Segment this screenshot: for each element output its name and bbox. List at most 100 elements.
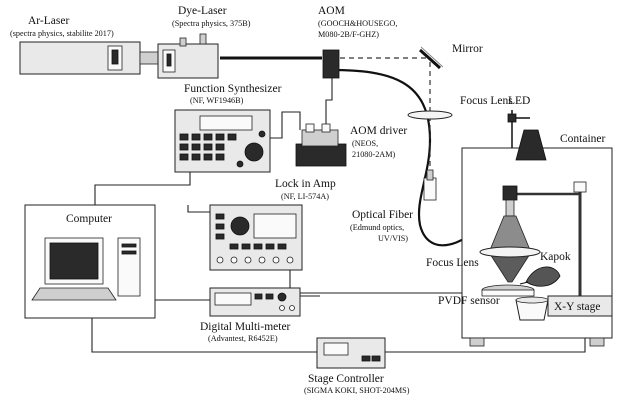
lockin-btn xyxy=(215,213,225,220)
fiber-holder xyxy=(502,185,518,201)
multimeter-port xyxy=(289,305,295,311)
ar-laser-slot xyxy=(111,49,119,65)
synth-btn xyxy=(191,143,201,151)
lockin-knob xyxy=(230,216,250,236)
fiber-output xyxy=(505,199,515,217)
multimeter-port xyxy=(279,305,285,311)
fiber-coupler-body xyxy=(423,177,437,201)
optical-fiber-model-1: (Edmund optics, xyxy=(350,223,404,232)
focus-lens-top-label: Focus Lens xyxy=(460,95,513,107)
lockin-port xyxy=(230,256,238,264)
synth-btn xyxy=(179,133,189,141)
led-label: LED xyxy=(508,95,530,107)
optical-fiber-label: Optical Fiber xyxy=(352,209,413,221)
pvdf-sensor-mount xyxy=(481,289,535,297)
focus-lens-top: Focus Lens xyxy=(407,95,513,120)
stand xyxy=(489,181,587,300)
dye-laser-model: (Spectra physics, 375B) xyxy=(172,19,251,28)
synth-btn xyxy=(191,153,201,161)
aom-model-1: (GOOCH&HOUSEGO, xyxy=(318,19,397,28)
aom-driver-model-2: 21080-2AM) xyxy=(352,150,395,159)
cable-lockin-pvdf xyxy=(289,270,470,294)
lockin-port xyxy=(244,256,252,264)
stage-controller: Stage Controller (SIGMA KOKI, SHOT-204MS… xyxy=(304,337,410,395)
lockin-btn xyxy=(253,243,263,250)
stage-controller-btn xyxy=(361,355,371,362)
lockin-btn xyxy=(215,223,225,230)
synth-btn xyxy=(191,133,201,141)
led-lamp xyxy=(515,129,547,161)
ar-laser-head xyxy=(139,51,159,65)
synth-knob xyxy=(244,142,264,162)
dye-laser-knob-2 xyxy=(199,33,207,45)
optical-fiber-label-group: Optical Fiber (Edmund optics, UV/VIS) xyxy=(350,209,413,243)
synth-btn xyxy=(179,153,189,161)
kapok-label: Kapok xyxy=(540,251,571,263)
mirror-backing xyxy=(420,46,444,68)
aom-driver: AOM driver (NEOS, 21080-2AM) xyxy=(295,123,407,167)
stage-controller-btn xyxy=(371,355,381,362)
cable-computer-stagectrl xyxy=(91,318,317,353)
synth-btn xyxy=(203,153,213,161)
aom-crystal xyxy=(322,49,340,79)
multimeter-btn xyxy=(265,293,274,300)
synth-label: Function Synthesizer xyxy=(184,83,282,95)
ar-laser-model: (spectra physics, stabilite 2017) xyxy=(10,29,114,38)
container-label: Container xyxy=(560,133,606,145)
aom-driver-connector xyxy=(305,123,315,133)
lockin-port xyxy=(258,256,266,264)
lockin-btn xyxy=(215,233,225,240)
multimeter-display xyxy=(214,292,252,306)
synth-port xyxy=(236,160,244,168)
container-foot xyxy=(469,337,485,347)
focus-lens-bottom-label: Focus Lens xyxy=(426,257,479,269)
multimeter-knob xyxy=(277,292,287,302)
synth-btn xyxy=(215,133,225,141)
aom-driver-connector xyxy=(321,123,331,133)
mirror: Mirror xyxy=(418,43,483,70)
lockin-display xyxy=(253,213,297,239)
stand-clamp xyxy=(573,181,587,193)
computer-keyboard xyxy=(31,287,117,301)
stage-controller-display xyxy=(323,342,349,356)
lockin-btn xyxy=(241,243,251,250)
xy-stage-label: X-Y stage xyxy=(554,301,601,313)
fiber-coupler-tip xyxy=(426,169,434,181)
synth-btn xyxy=(215,153,225,161)
kapok: Kapok xyxy=(519,251,571,287)
focus-lens-bottom: Focus Lens xyxy=(426,246,541,269)
ar-laser: Ar-Laser (spectra physics, stabilite 201… xyxy=(10,15,159,75)
aom-label: AOM xyxy=(318,5,345,17)
synth-display xyxy=(199,115,253,131)
pvdf-label: PVDF sensor xyxy=(438,295,500,307)
computer-drive xyxy=(121,250,137,255)
multimeter-label: Digital Multi-meter xyxy=(200,321,291,333)
computer-drive xyxy=(121,243,137,248)
cable-synth-computer xyxy=(94,170,191,205)
dye-laser-knob-1 xyxy=(179,37,187,47)
synth-btn xyxy=(179,143,189,151)
ar-laser-label: Ar-Laser xyxy=(28,15,69,27)
cable-aom-driver xyxy=(325,78,333,128)
container-foot xyxy=(589,337,605,347)
lock-in-amp: Lock in Amp (NF, LI-574A) xyxy=(209,178,336,271)
pvdf-sensor: PVDF sensor xyxy=(438,284,549,321)
lockin-btn xyxy=(229,243,239,250)
synth-btn xyxy=(203,133,213,141)
lockin-label: Lock in Amp xyxy=(275,178,336,190)
mirror-label: Mirror xyxy=(452,43,483,55)
synth-btn xyxy=(203,143,213,151)
computer: Computer xyxy=(24,204,156,319)
lens-bottom-shape xyxy=(479,246,541,258)
aom-driver-label: AOM driver xyxy=(350,125,407,137)
synth-model: (NF, WF1946B) xyxy=(190,96,244,105)
dye-laser: Dye-Laser (Spectra physics, 375B) xyxy=(157,5,251,79)
synth-btn xyxy=(227,133,237,141)
aom: AOM (GOOCH&HOUSEGO, M080-2B/F-GHZ) xyxy=(318,5,397,79)
multimeter-model: (Advantest, R6452E) xyxy=(208,334,278,343)
lens-top-shape xyxy=(407,110,453,120)
function-synthesizer: Function Synthesizer (NF, WF1946B) xyxy=(174,83,282,173)
computer-screen xyxy=(49,242,99,280)
